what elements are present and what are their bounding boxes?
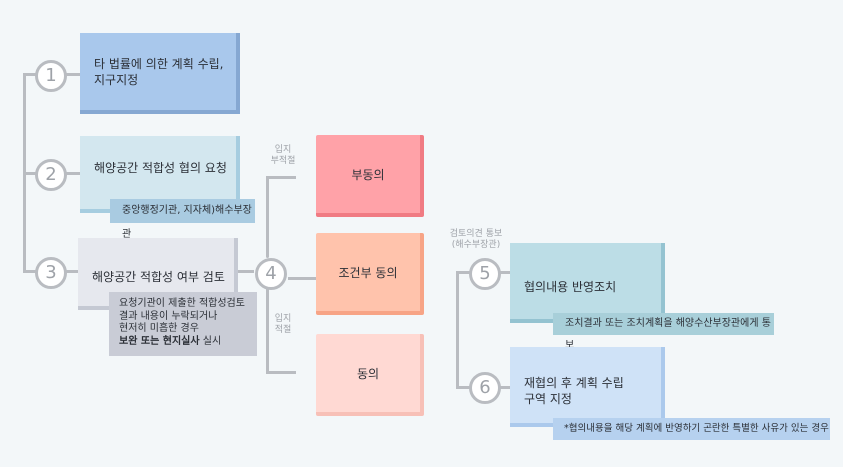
step-1-box: 타 법률에 의한 계획 수립, 지구지정 bbox=[80, 33, 240, 114]
step-5-title: 협의내용 반영조치 bbox=[524, 280, 617, 294]
connector-line bbox=[66, 73, 80, 76]
connector-line bbox=[266, 371, 296, 374]
step-6-box: 재협의 후 계획 수립 구역 지정 bbox=[510, 347, 665, 427]
step-number-4: 4 bbox=[255, 258, 287, 290]
connector-line bbox=[23, 270, 37, 273]
outcome-reject: 부동의 bbox=[316, 135, 424, 217]
connector-line bbox=[236, 270, 254, 273]
step-2-note: 중앙행정기관, 지자체)해수부장관 bbox=[110, 199, 255, 240]
step-3-note-tail: 실시 bbox=[199, 335, 222, 347]
step-number-3: 3 bbox=[35, 257, 67, 289]
step-5-box: 협의내용 반영조치 bbox=[510, 243, 665, 323]
step-number-2: 2 bbox=[35, 159, 67, 191]
connector-line bbox=[498, 271, 510, 274]
connector-line bbox=[66, 172, 80, 175]
step-number-5: 5 bbox=[469, 258, 501, 290]
connector-line bbox=[23, 73, 37, 76]
step-5-note: 조치결과 또는 조치계획을 해양수산부장관에게 통보 bbox=[553, 313, 774, 351]
step-6-note: *협의내용을 해당 계획에 반영하기 곤란한 특별한 사유가 있는 경우 bbox=[553, 418, 830, 440]
connector-line bbox=[266, 176, 269, 258]
step-3-note-line: 요청기관이 제출한 적합성검토 bbox=[119, 298, 245, 309]
step-3-note-line: 현저히 미흡한 경우 bbox=[119, 323, 199, 334]
label-review-notice: 검토의견 통보 (해수부장관) bbox=[449, 229, 503, 250]
connector-line bbox=[456, 271, 470, 274]
label-fit: 입지 적절 bbox=[274, 314, 292, 335]
connector-line bbox=[288, 277, 316, 280]
step-number-6: 6 bbox=[469, 372, 501, 404]
step-3-note-last: 보완 또는 현지실사 실시 bbox=[119, 336, 257, 349]
connector-line bbox=[66, 270, 78, 273]
label-unfit: 입지 부적절 bbox=[270, 145, 296, 166]
connector-line bbox=[456, 386, 470, 389]
step-1-title: 타 법률에 의한 계획 수립, 지구지정 bbox=[94, 56, 224, 87]
step-number-1: 1 bbox=[35, 60, 67, 92]
connector-line bbox=[23, 172, 37, 175]
step-3-title: 해양공간 적합성 여부 검토 bbox=[92, 270, 225, 284]
connector-line bbox=[266, 287, 269, 373]
step-3-note: 요청기관이 제출한 적합성검토 결과 내용이 누락되거나 현저히 미흡한 경우 … bbox=[109, 292, 257, 356]
step-2-title: 해양공간 적합성 협의 요청 bbox=[94, 160, 227, 175]
connector-line bbox=[266, 176, 296, 179]
connector-line bbox=[498, 386, 510, 389]
step-3-note-line: 결과 내용이 누락되거나 bbox=[119, 310, 218, 322]
step-6-title: 재협의 후 계획 수립 구역 지정 bbox=[524, 376, 624, 406]
connector-line bbox=[456, 271, 459, 389]
step-3-note-bold: 보완 또는 현지실사 bbox=[119, 335, 200, 347]
outcome-conditional: 조건부 동의 bbox=[316, 233, 424, 315]
outcome-agree: 동의 bbox=[316, 334, 424, 416]
